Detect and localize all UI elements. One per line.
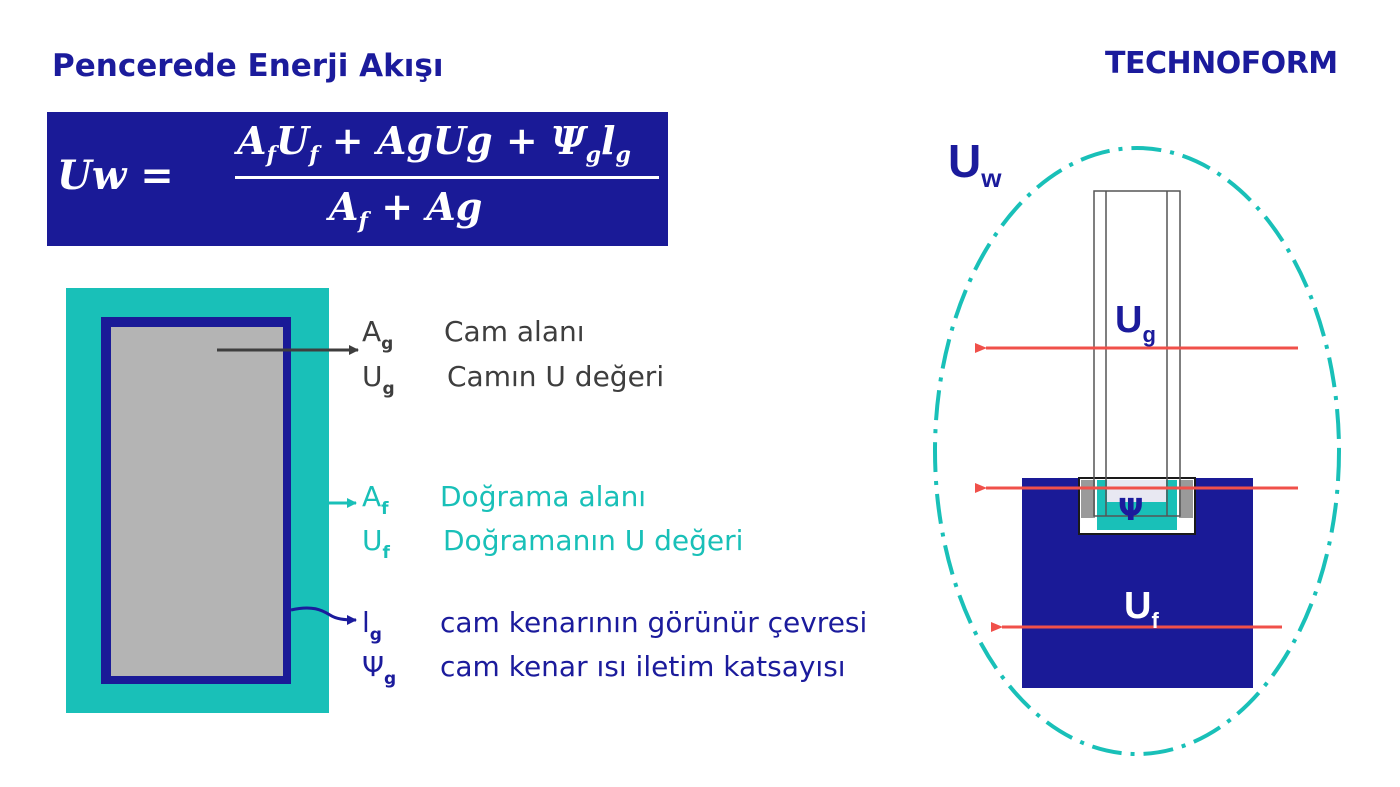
legend-symbol: Ug — [362, 360, 395, 399]
uw-boundary-ellipse — [933, 146, 1341, 756]
den-af: A — [329, 184, 359, 229]
legend-row-edge-psi: Ψg cam kenar ısı iletim katsayısı — [362, 650, 922, 690]
legend-row-frame-area: Af Doğrama alanı — [362, 480, 922, 520]
label-uf: Uf — [1124, 585, 1159, 633]
spacer-seal-left — [1081, 480, 1095, 518]
legend-row-frame-u-value: Uf Doğramanın U değeri — [362, 524, 922, 564]
label-uw: Uw — [948, 135, 1002, 193]
den-ag: + Ag — [381, 184, 483, 229]
num-af: A — [237, 118, 267, 163]
num-uf-sub: f — [309, 142, 319, 168]
spacer-seal-right — [1179, 480, 1193, 518]
label-ug: Ug — [1115, 299, 1156, 347]
legend-text: cam kenar ısı iletim katsayısı — [440, 650, 846, 683]
glass-pane-outer — [1093, 190, 1181, 517]
legend-symbol: Ψg — [362, 650, 397, 689]
legend-symbol: lg — [362, 606, 382, 645]
edge-perimeter-arrow — [290, 606, 357, 625]
legend-row-glass-u-value: Ug Camın U değeri — [362, 360, 922, 400]
legend-row-edge-perimeter: lg cam kenarının görünür çevresi — [362, 606, 922, 646]
fraction-bar — [235, 176, 659, 179]
page-title: Pencerede Enerji Akışı — [52, 48, 444, 84]
legend-text: cam kenarının görünür çevresi — [440, 606, 868, 639]
num-agug: + AgUg + — [331, 118, 538, 163]
num-lg-sub: g — [615, 142, 631, 168]
formula-numerator: AfUf + AgUg + Ψglg — [237, 118, 631, 168]
num-af-sub: f — [266, 142, 276, 168]
technoform-logo: TECHNOFORM — [1105, 46, 1338, 81]
legend-text: Cam alanı — [444, 315, 585, 348]
legend-symbol: Af — [362, 480, 389, 519]
legend-symbol: Uf — [362, 524, 390, 563]
legend-text: Doğrama alanı — [440, 480, 647, 513]
uw-formula-box: Uw = AfUf + AgUg + Ψglg Af + Ag — [47, 112, 668, 246]
legend-text: Camın U değeri — [447, 360, 665, 393]
den-af-sub: f — [358, 208, 368, 234]
legend-symbol: Ag — [362, 315, 394, 354]
cavity-light-fill — [1107, 480, 1166, 502]
legend-row-glass-area: Ag Cam alanı — [362, 315, 922, 355]
formula-lhs: Uw = — [57, 152, 174, 199]
num-psi-sub: g — [585, 142, 602, 168]
label-psi: Ψ — [1118, 493, 1144, 528]
legend-text: Doğramanın U değeri — [443, 524, 744, 557]
window-glass-pane — [111, 327, 283, 676]
num-psi: Ψ — [550, 118, 586, 163]
num-lg: l — [601, 118, 616, 163]
formula-denominator: Af + Ag — [329, 184, 482, 234]
num-uf: U — [275, 118, 310, 163]
formula-lhs-symbol: Uw — [57, 152, 127, 199]
